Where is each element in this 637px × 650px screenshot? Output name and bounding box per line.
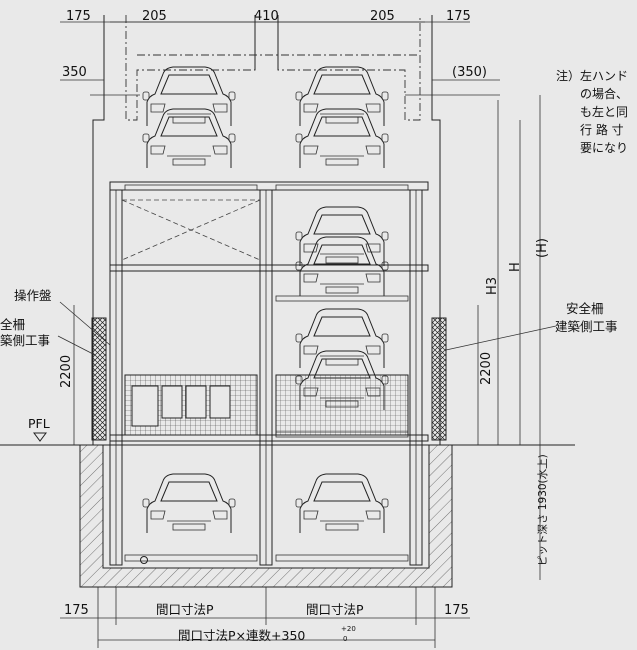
dim-tolerance-plus: +20 [341,625,356,633]
dim-350-right: (350) [452,65,487,80]
dim-175-bottom-left: 175 [64,603,89,618]
dim-p-right: 間口寸法P [306,602,364,617]
label-fence-left-1: 全柵 [0,317,26,332]
dim-h: H [508,262,523,272]
dim-175-top-right: 175 [446,9,471,24]
dim-pit-depth: ピット深さ 1930(水上) [537,454,549,566]
pfl-marker [33,432,47,442]
leader-fence-left [57,335,96,356]
steel-frame [109,181,429,566]
dim-410-top: 410 [254,9,279,24]
label-pfl: PFL [28,416,50,431]
dim-total-width: 間口寸法P×連数+350 [178,628,305,643]
dim-h-paren: (H) [535,238,550,258]
dim-2200-left: 2200 [59,355,74,388]
top-dimension-lines [60,21,500,81]
label-fence-right-1: 安全柵 [566,301,604,316]
dim-350-left: 350 [62,65,87,80]
note-line-1: 注）左ハンド [556,68,628,83]
bottom-dimension-lines [60,587,470,648]
dim-p-left: 間口寸法P [156,602,214,617]
leader-fence-right [445,325,557,351]
note-line-4: 行 路 寸 [580,122,624,137]
dim-h3: H3 [485,277,500,295]
car-upper-left-2 [142,108,236,169]
dim-205-top-right: 205 [370,9,395,24]
note-line-3: も左と同 [580,104,628,119]
vertical-dimension-lines [73,95,541,580]
label-control-panel: 操作盤 [14,288,52,303]
label-fence-right-2: 建築側工事 [555,319,618,334]
car-mid-right-2 [295,236,389,297]
car-upper-right-2 [295,108,389,169]
safety-fence-right [431,317,447,441]
dim-2200-right: 2200 [479,352,494,385]
dim-205-top-left: 205 [142,9,167,24]
dim-175-bottom-right: 175 [444,603,469,618]
leader-control-panel [59,301,111,346]
safety-fence-left [91,317,107,441]
dim-tolerance-zero: 0 [343,635,347,643]
note-line-5: 要になり [580,141,628,155]
entrance-gates [124,374,409,436]
note-line-2: の場合、 [580,86,628,101]
dim-175-top-left: 175 [66,9,91,24]
label-fence-left-2: 築側工事 [0,333,50,348]
